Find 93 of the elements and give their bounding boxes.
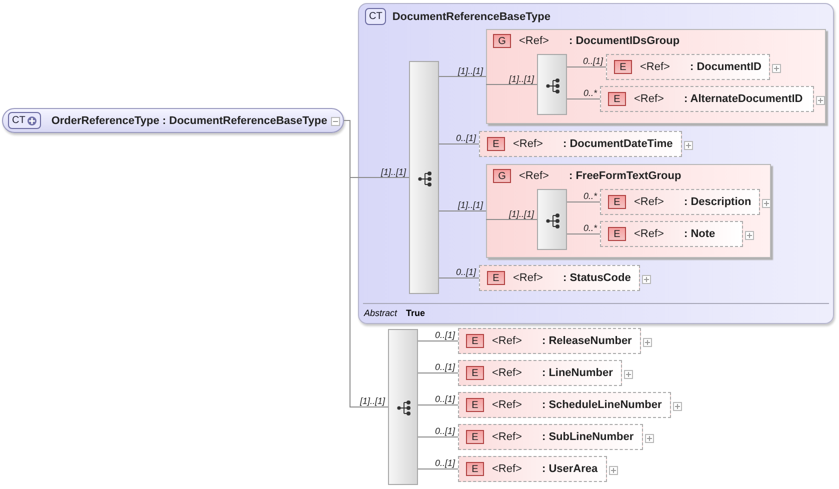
ref-label: <Ref> xyxy=(634,93,664,105)
property-value: True xyxy=(406,308,426,318)
sequence-box xyxy=(537,54,567,115)
connector-line xyxy=(566,66,606,68)
group-name: : FreeFormTextGroup xyxy=(568,170,682,182)
element-name: : Description xyxy=(684,196,752,208)
element-badge: E xyxy=(608,227,626,241)
cardinality-label: 0..[1] xyxy=(582,56,603,66)
element-badge: E xyxy=(466,334,484,348)
cardinality-label: 0..[1] xyxy=(434,362,455,372)
ref-label: <Ref> xyxy=(640,61,670,73)
connector-line xyxy=(344,120,388,408)
ref-label: <Ref> xyxy=(519,35,549,47)
group-box xyxy=(486,29,826,124)
element-name: : DocumentID xyxy=(690,61,762,73)
element-box xyxy=(458,328,641,354)
element-name: : DocumentDateTime xyxy=(562,138,673,150)
cardinality-label: 0..[1] xyxy=(456,267,476,277)
connector-line xyxy=(418,468,458,470)
connector-line xyxy=(418,372,458,374)
group-badge: G xyxy=(493,34,511,48)
cardinality-label: [1]..[1] xyxy=(360,396,385,406)
element-box xyxy=(479,265,640,291)
ref-label: <Ref> xyxy=(492,431,522,443)
connector-line xyxy=(486,219,538,220)
element-badge: E xyxy=(466,366,484,380)
ref-label: <Ref> xyxy=(513,138,543,150)
element-name: : LineNumber xyxy=(542,367,613,379)
cardinality-label: [1]..[1] xyxy=(458,200,483,210)
type-badge: CT xyxy=(365,8,386,25)
connector-line xyxy=(566,98,600,100)
cardinality-label: 0..[1] xyxy=(456,133,476,143)
element-box xyxy=(458,392,671,418)
element-box xyxy=(479,131,682,157)
type-badge: CT xyxy=(8,112,42,129)
element-badge: E xyxy=(608,195,626,209)
element-name: : StatusCode xyxy=(562,272,631,284)
element-box xyxy=(458,360,622,386)
ref-label: <Ref> xyxy=(519,170,549,182)
connector-line xyxy=(418,340,458,342)
connector-line xyxy=(438,76,486,77)
connector-line xyxy=(418,436,458,438)
element-box xyxy=(458,456,607,482)
element-name: : Note xyxy=(684,228,716,240)
cardinality-label: 0..[1] xyxy=(434,458,455,468)
group-badge: G xyxy=(493,169,511,183)
connector-line xyxy=(486,84,538,85)
element-name: : AlternateDocumentID xyxy=(684,93,803,105)
ref-label: <Ref> xyxy=(492,399,522,411)
element-badge: E xyxy=(466,398,484,412)
element-box xyxy=(600,189,760,215)
element-box xyxy=(458,424,643,450)
ref-label: <Ref> xyxy=(634,228,664,240)
element-box xyxy=(600,86,814,112)
ref-label: <Ref> xyxy=(492,367,522,379)
cardinality-label: [1]..[1] xyxy=(380,166,406,176)
ref-label: <Ref> xyxy=(492,335,522,347)
cardinality-label: 0..* xyxy=(583,191,597,201)
cardinality-label: 0..[1] xyxy=(434,394,455,404)
sequence-box xyxy=(388,329,418,485)
type-name: OrderReferenceType : DocumentReferenceBaseType xyxy=(51,114,328,126)
element-badge: E xyxy=(466,430,484,444)
connector-line xyxy=(438,210,486,212)
group-box xyxy=(486,164,771,258)
cardinality-label: 0..* xyxy=(583,88,597,98)
element-name: : ScheduleLineNumber xyxy=(542,399,662,411)
connector-line xyxy=(418,404,458,406)
complex-type-container xyxy=(358,3,834,324)
cardinality-label: [1]..[1] xyxy=(508,74,534,84)
ref-label: <Ref> xyxy=(492,463,522,475)
complex-type-box xyxy=(2,108,344,133)
element-badge: E xyxy=(466,462,484,476)
element-name: : SubLineNumber xyxy=(542,431,634,443)
element-name: : UserArea xyxy=(542,463,598,475)
element-badge: E xyxy=(487,271,505,285)
element-box xyxy=(600,221,743,247)
ref-label: <Ref> xyxy=(513,272,543,284)
cardinality-label: [1]..[1] xyxy=(508,208,534,218)
property-name: Abstract xyxy=(364,308,398,318)
cardinality-label: 0..* xyxy=(583,223,597,233)
cardinality-label: [1]..[1] xyxy=(458,66,483,76)
element-badge: E xyxy=(608,92,626,106)
element-badge: E xyxy=(614,60,632,74)
group-name: : DocumentIDsGroup xyxy=(568,35,680,47)
sequence-box xyxy=(409,61,439,294)
sequence-box xyxy=(537,189,567,250)
cardinality-label: 0..[1] xyxy=(434,426,455,436)
type-name: DocumentReferenceBaseType xyxy=(392,10,550,22)
ref-label: <Ref> xyxy=(634,196,664,208)
element-name: : ReleaseNumber xyxy=(542,335,632,347)
element-badge: E xyxy=(487,137,505,151)
element-box xyxy=(606,54,770,80)
cardinality-label: 0..[1] xyxy=(434,330,455,340)
